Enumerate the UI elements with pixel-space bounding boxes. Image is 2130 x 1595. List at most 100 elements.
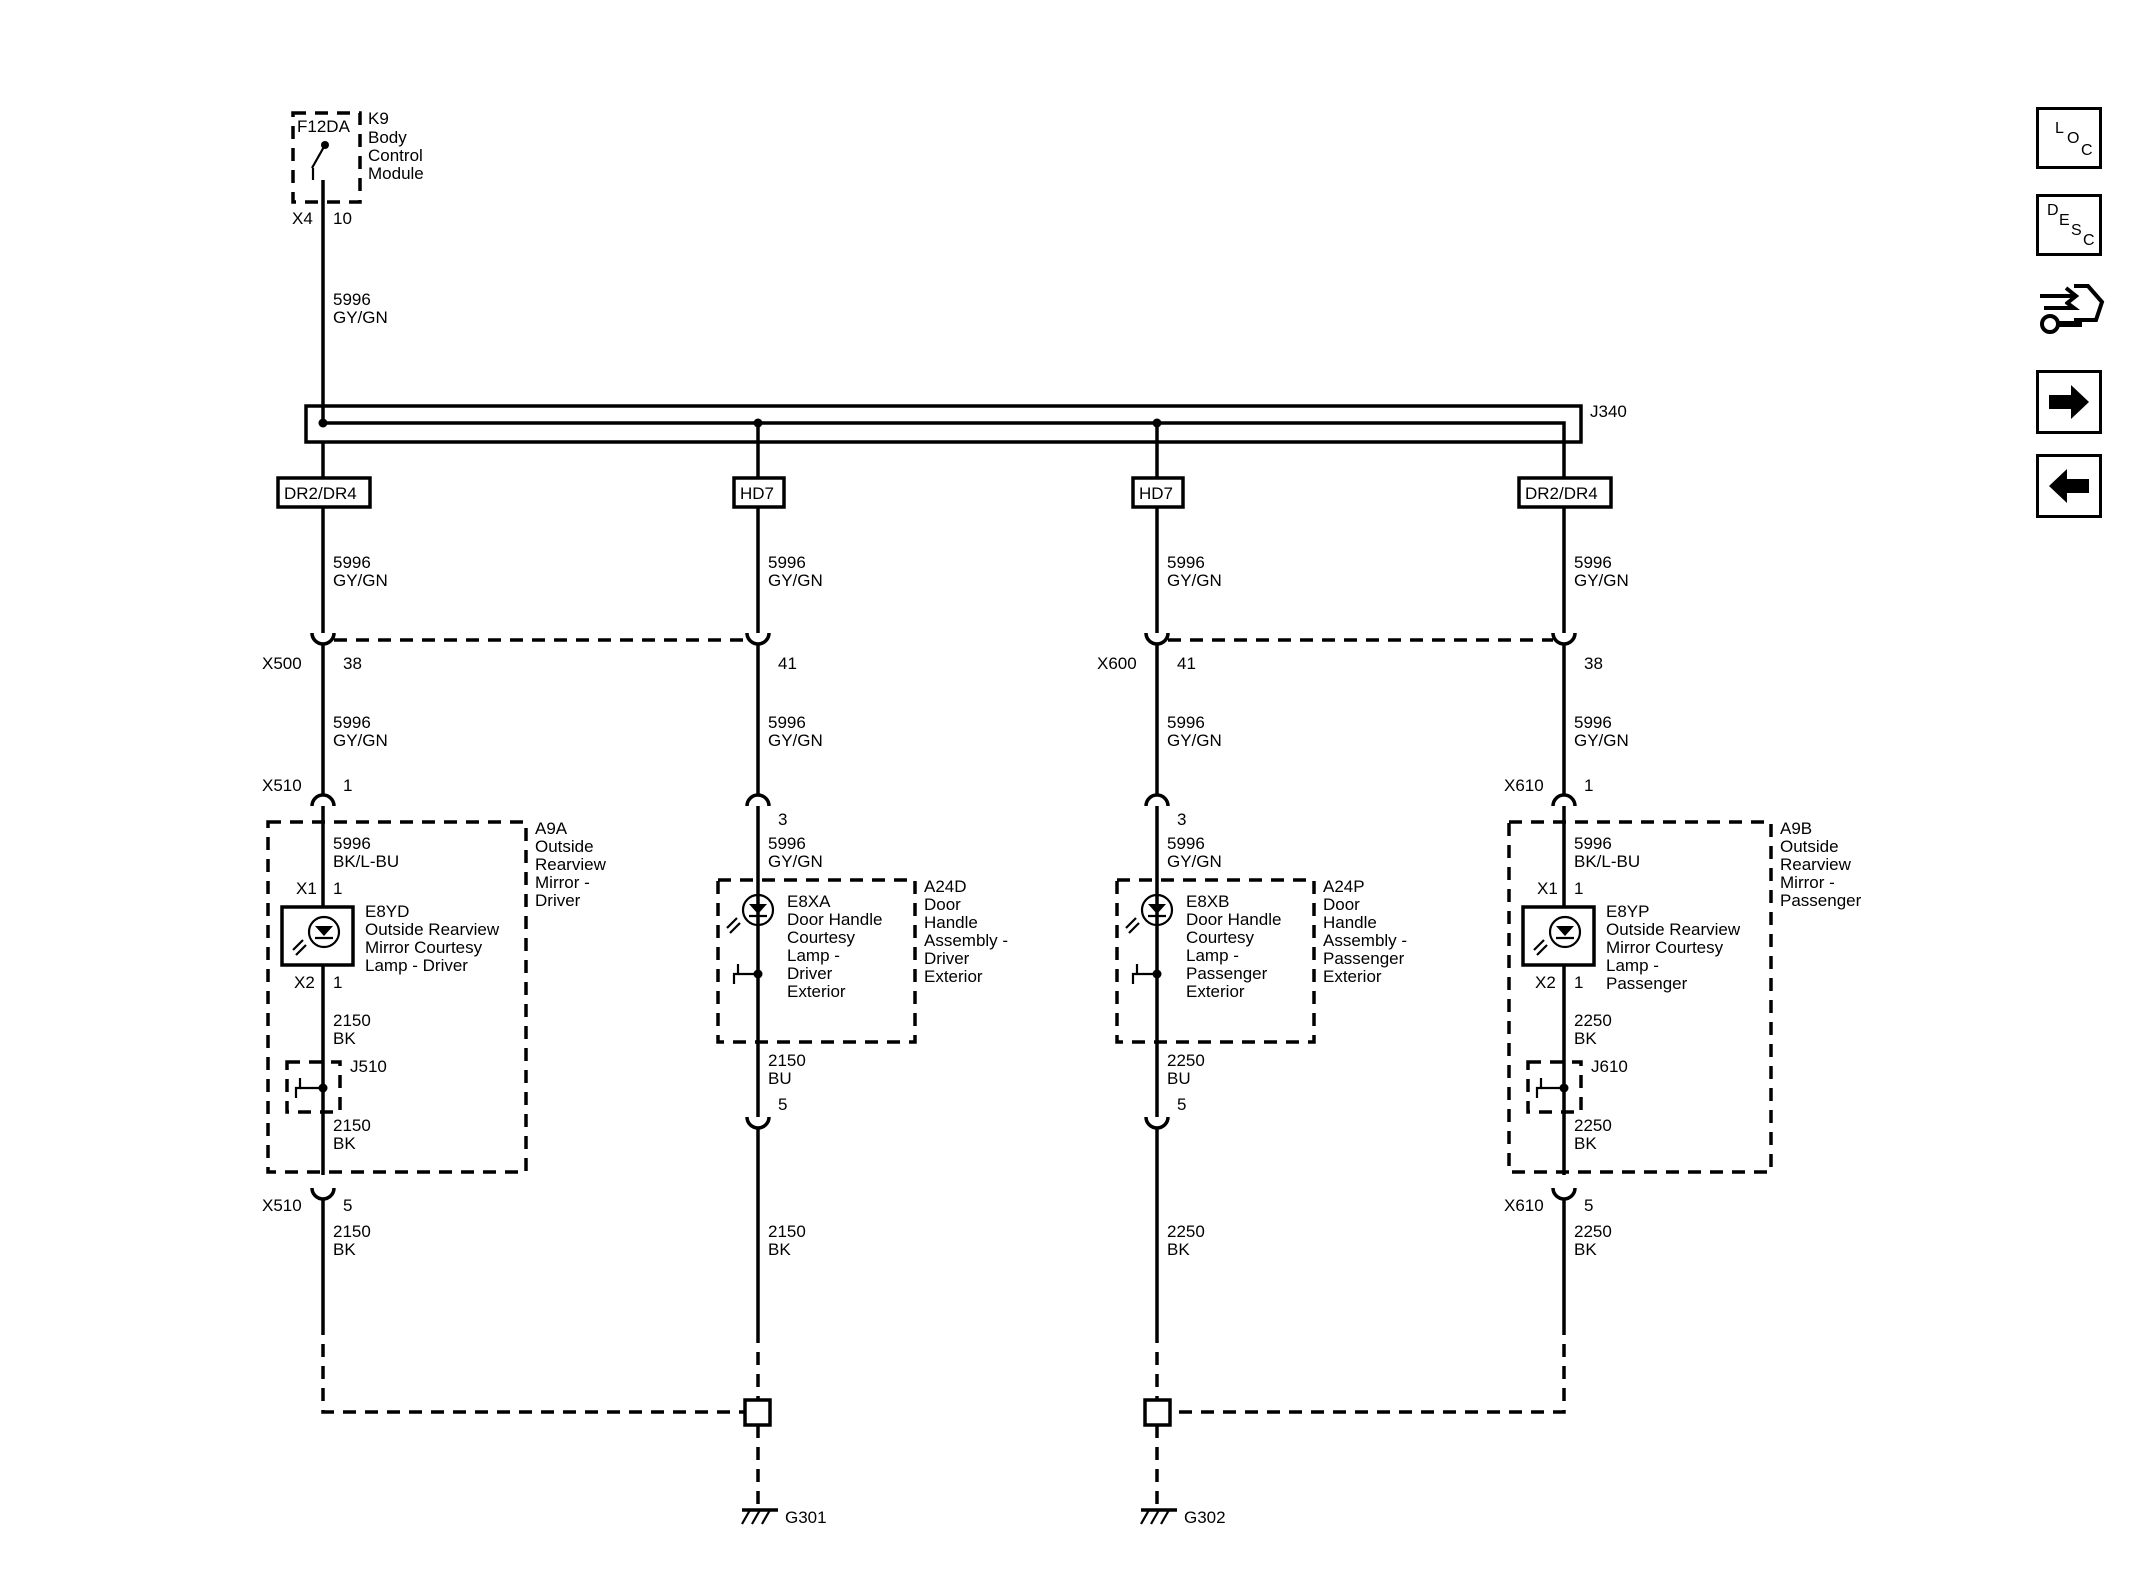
wire-circuit: 2150 bbox=[333, 1116, 371, 1135]
connector-pin: 41 bbox=[778, 654, 797, 673]
connector-label: X510 bbox=[262, 1196, 302, 1215]
lamp-name-line: Outside Rearview bbox=[1606, 920, 1741, 939]
lamp-name-line: Exterior bbox=[1186, 982, 1245, 1001]
loc-letter: O bbox=[2067, 130, 2080, 147]
wire-color: BK bbox=[333, 1134, 356, 1153]
branch-driver-mirror: DR2/DR4 5996 GY/GN X500 38 5996 GY/GN X5… bbox=[262, 442, 607, 1322]
wire-color: BU bbox=[768, 1069, 792, 1088]
loc-letter: C bbox=[2081, 142, 2093, 159]
assembly-ref: A9A bbox=[535, 819, 568, 838]
wire-color: GY/GN bbox=[768, 731, 823, 750]
splice-node bbox=[318, 418, 328, 428]
connector-symbol bbox=[745, 1116, 771, 1130]
ground-g301[interactable]: G301 bbox=[321, 1322, 827, 1527]
lamp-e8yp[interactable] bbox=[1521, 905, 1596, 967]
option-box bbox=[1517, 476, 1613, 509]
lamp-name-line: Passenger bbox=[1606, 974, 1688, 993]
assembly-name-line: Assembly - bbox=[1323, 931, 1407, 950]
assembly-name-line: Door bbox=[1323, 895, 1360, 914]
lamp-e8yd[interactable] bbox=[280, 905, 355, 967]
lamp-name-line: Door Handle bbox=[1186, 910, 1281, 929]
lamp-box bbox=[1521, 905, 1596, 967]
description-button[interactable]: D E S C bbox=[2036, 194, 2102, 256]
splice-label: J610 bbox=[1591, 1057, 1628, 1076]
lamp-name-line: Mirror Courtesy bbox=[1606, 938, 1724, 957]
connector-pin: 38 bbox=[1584, 654, 1603, 673]
lamp-name-line: Lamp - Driver bbox=[365, 956, 468, 975]
splice-outline bbox=[285, 1060, 342, 1114]
connector-symbol bbox=[745, 793, 771, 807]
splice-icon bbox=[294, 1078, 302, 1098]
splice-pack-j340[interactable]: J340 bbox=[304, 402, 1627, 444]
connector-pin: 5 bbox=[343, 1196, 352, 1215]
option-box bbox=[1131, 476, 1185, 509]
body-control-module[interactable]: F12DA K9 Body Control Module X4 10 bbox=[291, 109, 424, 228]
wire-color: BK bbox=[333, 1029, 356, 1048]
wire-color: GY/GN bbox=[1167, 731, 1222, 750]
splice-j510[interactable]: J510 bbox=[285, 1057, 387, 1114]
ground-link bbox=[321, 1322, 745, 1414]
assembly-name-line: Mirror - bbox=[1780, 873, 1835, 892]
option-label: DR2/DR4 bbox=[1525, 484, 1598, 503]
wire-color: GY/GN bbox=[1167, 571, 1222, 590]
assembly-ref: A9B bbox=[1780, 819, 1812, 838]
splice-outline bbox=[1526, 1060, 1583, 1114]
lamp-ref: E8XB bbox=[1186, 892, 1229, 911]
lamp-ref: E8YP bbox=[1606, 902, 1649, 921]
module-outline bbox=[291, 111, 362, 204]
assembly-name-line: Driver bbox=[535, 891, 581, 910]
assembly-name-line: Outside bbox=[1780, 837, 1839, 856]
module-name-line: Control bbox=[368, 146, 423, 165]
connector-pin: 38 bbox=[343, 654, 362, 673]
assembly-name-line: Handle bbox=[924, 913, 978, 932]
wire-circuit: 2150 bbox=[768, 1222, 806, 1241]
connector-symbol bbox=[1551, 793, 1577, 807]
connector-pin: 3 bbox=[778, 810, 787, 829]
lamp-connector-label: X2 bbox=[1535, 973, 1556, 992]
lamp-name-line: Driver bbox=[787, 964, 833, 983]
connector-label: X500 bbox=[262, 654, 302, 673]
wire-circuit: 5996 bbox=[333, 713, 371, 732]
connector-pin: 1 bbox=[343, 776, 352, 795]
wire-color: BK bbox=[768, 1240, 791, 1259]
wire-color: GY/GN bbox=[333, 731, 388, 750]
splice-j610[interactable]: J610 bbox=[1526, 1057, 1628, 1114]
lamp-e8xb[interactable] bbox=[1125, 893, 1174, 984]
option-box bbox=[276, 476, 372, 509]
switch-icon bbox=[1131, 964, 1139, 984]
lamp-name-line: Lamp - bbox=[787, 946, 840, 965]
ground-block bbox=[743, 1398, 772, 1427]
branch-passenger-handle: HD7 5996 GY/GN X600 41 5996 GY/GN 3 5996… bbox=[1097, 442, 1407, 1330]
next-button[interactable] bbox=[2036, 370, 2102, 434]
lamp-ref: E8XA bbox=[787, 892, 831, 911]
connector-pin: 1 bbox=[1584, 776, 1593, 795]
splice-node bbox=[753, 969, 763, 979]
wire-color: BU bbox=[1167, 1069, 1191, 1088]
connector-label: X610 bbox=[1504, 776, 1544, 795]
location-button[interactable]: L O C bbox=[2036, 107, 2102, 169]
splice-node bbox=[1559, 1083, 1569, 1093]
module-name-line: Body bbox=[368, 128, 407, 147]
loc-letter: L bbox=[2055, 120, 2064, 137]
previous-button[interactable] bbox=[2036, 454, 2102, 518]
lamp-name-line: Courtesy bbox=[787, 928, 856, 947]
lamp-pin: 1 bbox=[1574, 879, 1583, 898]
assembly-name-line: Driver bbox=[924, 949, 970, 968]
desc-letter: E bbox=[2059, 212, 2070, 229]
wire-color: BK bbox=[1574, 1029, 1597, 1048]
option-label: HD7 bbox=[740, 484, 774, 503]
trunk-color: GY/GN bbox=[333, 308, 388, 327]
lamp-e8xa[interactable] bbox=[726, 893, 775, 984]
option-label: DR2/DR4 bbox=[284, 484, 357, 503]
connector-tool-icon[interactable] bbox=[2036, 278, 2106, 338]
connector-symbol bbox=[1144, 1116, 1170, 1130]
connector-pin: 41 bbox=[1177, 654, 1196, 673]
wire-circuit: 2150 bbox=[333, 1011, 371, 1030]
wire-circuit: 5996 bbox=[768, 834, 806, 853]
connector-pin: 5 bbox=[778, 1095, 787, 1114]
ground-g302[interactable]: G302 bbox=[1140, 1322, 1566, 1527]
wire-color: BK/L-BU bbox=[1574, 852, 1640, 871]
splice-pack-outline bbox=[304, 404, 1583, 444]
module-ref: K9 bbox=[368, 109, 389, 128]
splice-label: J510 bbox=[350, 1057, 387, 1076]
